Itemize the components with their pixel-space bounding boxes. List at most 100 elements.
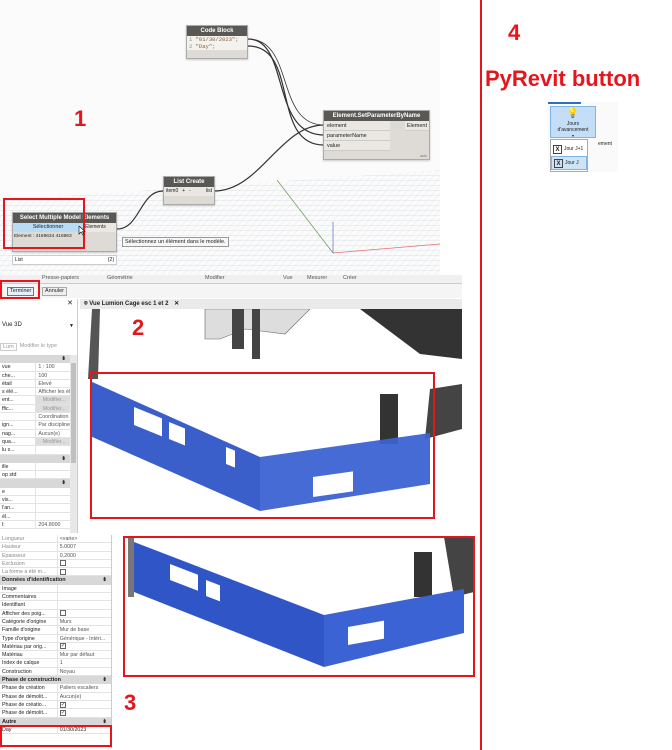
checkbox[interactable] <box>59 568 66 575</box>
property-row[interactable]: ille <box>0 462 70 472</box>
property-value[interactable] <box>58 560 111 567</box>
property-row[interactable]: Phase de démolit...Aucun(e) <box>0 692 111 701</box>
close-icon[interactable]: ✕ <box>67 300 73 307</box>
dynamo-canvas[interactable]: 1 Code Block 1 "01/30/2023"; 2 "Day"; El… <box>0 0 440 275</box>
property-row[interactable]: nag...Aucun(e) <box>0 429 70 438</box>
checkbox[interactable]: ✓ <box>59 709 66 716</box>
view-tab[interactable]: ⌾ Vue Lumion Cage esc 1 et 2 ✕ <box>80 299 462 309</box>
view-type-selector[interactable]: Vue 3D <box>2 322 22 328</box>
day-value-field[interactable]: 01/30/2023 <box>59 726 87 733</box>
property-value[interactable] <box>58 610 111 617</box>
property-row[interactable]: Afficher des poig... <box>0 609 111 618</box>
property-value[interactable]: Aucun(e) <box>38 430 60 437</box>
property-row[interactable]: lu s... <box>0 446 70 455</box>
select-elements-node[interactable]: Select Multiple Model Elements Sélection… <box>12 212 117 252</box>
property-value[interactable]: Modifier... <box>36 437 70 446</box>
property-value[interactable]: 1 <box>59 660 63 667</box>
property-row[interactable]: él... <box>0 512 70 521</box>
list-create-node[interactable]: List Create item0 + - list <box>163 176 215 205</box>
property-value[interactable] <box>36 488 70 495</box>
property-row[interactable]: ffic...Modifier... <box>0 404 70 414</box>
collapse-icon[interactable]: ⇟ <box>102 577 107 584</box>
property-row[interactable]: vis... <box>0 496 70 505</box>
remove-input-button[interactable]: - <box>189 188 191 194</box>
checkbox[interactable] <box>59 560 66 567</box>
finish-button[interactable]: Terminer <box>7 287 35 296</box>
close-tab-icon[interactable]: ✕ <box>174 301 180 307</box>
property-group-header[interactable]: ⇟ <box>0 479 70 488</box>
property-row[interactable]: Longueur<varie> <box>0 535 111 544</box>
property-value[interactable]: Mur de base <box>59 627 90 634</box>
property-value[interactable] <box>36 504 70 511</box>
select-button[interactable]: Sélectionner <box>13 223 83 232</box>
property-value[interactable]: Murs <box>59 618 72 625</box>
add-input-button[interactable]: + <box>182 188 186 194</box>
property-row[interactable]: Phase de démolit...✓ <box>0 709 111 718</box>
property-value[interactable]: Mur par défaut <box>59 652 95 659</box>
cancel-button[interactable]: Annuler <box>42 287 67 296</box>
property-value[interactable]: Paliers escaliers <box>59 685 99 692</box>
checkbox[interactable]: ✓ <box>59 643 66 650</box>
property-row[interactable]: ent...Modifier... <box>0 396 70 405</box>
property-value[interactable]: ✓ <box>58 709 111 716</box>
property-value[interactable]: 100 <box>38 372 48 379</box>
property-row[interactable]: La forme a été m... <box>0 568 111 577</box>
property-group-header[interactable]: ⇟ <box>0 454 70 463</box>
edit-type-button[interactable]: Modifier le type <box>19 343 57 349</box>
property-value[interactable]: <varie> <box>59 536 78 542</box>
property-value[interactable]: 0.2000 <box>59 552 76 559</box>
property-row[interactable]: Matériau par orig...✓ <box>0 642 111 652</box>
property-value[interactable]: 5.0007 <box>59 544 76 551</box>
property-value[interactable]: Elevé <box>38 380 52 387</box>
3d-viewport-result[interactable] <box>124 537 474 677</box>
input-port-item0[interactable]: item0 <box>166 188 179 194</box>
checkbox[interactable]: ✓ <box>59 701 66 708</box>
property-row[interactable]: Exclusion <box>0 559 111 569</box>
property-group-header[interactable]: ⇟ <box>0 355 70 364</box>
property-row[interactable]: Image <box>0 584 111 594</box>
property-row[interactable]: Coordination <box>0 413 70 422</box>
collapse-icon[interactable]: ⇟ <box>102 677 107 684</box>
type-filter[interactable]: Lum <box>0 343 17 351</box>
property-value[interactable] <box>36 446 70 453</box>
collapse-icon[interactable]: ⇟ <box>102 718 107 725</box>
property-value[interactable]: ✓ <box>58 701 111 708</box>
property-value[interactable]: ✓ <box>58 643 111 650</box>
property-row[interactable]: Phase de créatio...✓ <box>0 700 111 710</box>
property-row[interactable]: op std <box>0 471 70 480</box>
property-value[interactable] <box>36 463 70 470</box>
property-value[interactable]: Noyau <box>59 668 76 675</box>
property-value[interactable] <box>58 568 111 575</box>
property-value[interactable]: Par discipline <box>38 422 70 429</box>
property-row[interactable]: s élé...Afficher les élém... <box>0 388 70 397</box>
property-value[interactable]: Afficher les élém... <box>38 389 70 396</box>
set-parameter-node[interactable]: Element.SetParameterByName element param… <box>323 110 430 160</box>
code-block-node[interactable]: Code Block 1 "01/30/2023"; 2 "Day"; <box>186 25 248 59</box>
property-row[interactable]: qua...Modifier... <box>0 437 70 447</box>
property-value[interactable]: 1 : 100 <box>38 364 55 371</box>
property-value[interactable] <box>58 585 111 592</box>
property-value[interactable] <box>36 496 70 503</box>
jours-avancement-button[interactable]: 💡 Jours d'avancement ▾ <box>550 106 596 138</box>
input-port-element[interactable]: element <box>324 121 390 131</box>
property-group-header[interactable]: Phase de construction⇟ <box>0 676 111 685</box>
property-value[interactable]: 204.8000 <box>38 521 61 528</box>
chevron-down-icon[interactable]: ▼ <box>69 323 74 329</box>
property-value[interactable] <box>58 593 111 600</box>
property-row[interactable]: Commentaires <box>0 593 111 602</box>
property-group-header[interactable]: Données d'identification⇟ <box>0 576 111 585</box>
property-value[interactable]: Aucun(e) <box>59 693 82 700</box>
